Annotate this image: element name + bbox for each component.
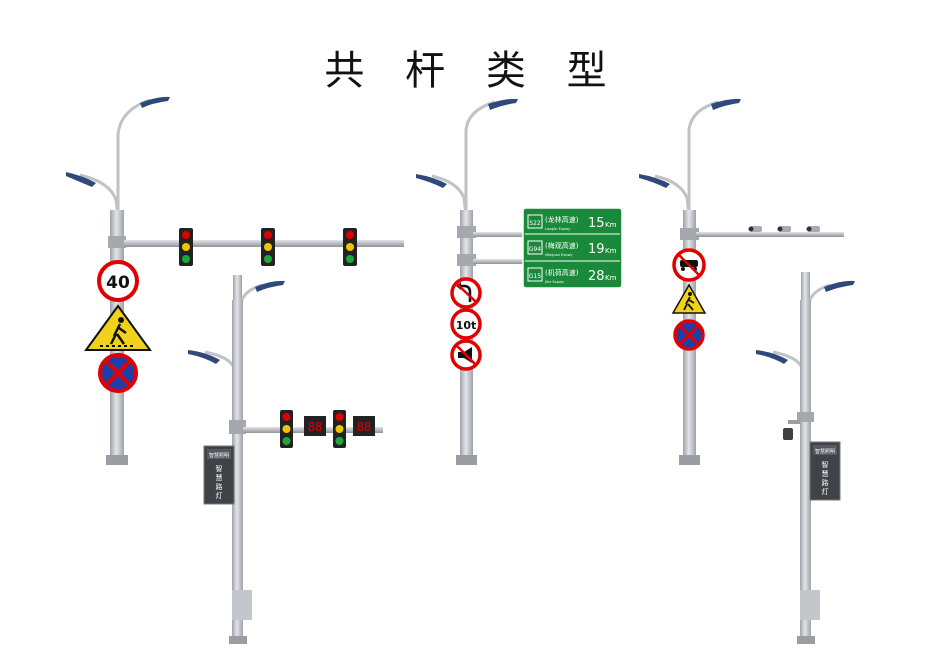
traffic-light xyxy=(179,228,193,266)
svg-text:Km: Km xyxy=(605,274,617,282)
svg-text:(机荷高速): (机荷高速) xyxy=(545,268,579,277)
svg-text:灯: 灯 xyxy=(216,491,223,500)
speed-limit-sign: 40 xyxy=(97,260,139,302)
svg-text:Longlin Expwy: Longlin Expwy xyxy=(545,227,570,231)
guide-sign-row: G15 (机荷高速) Jihe Expwy 28 Km xyxy=(527,267,617,284)
lamp-head xyxy=(488,98,518,110)
no-motor-vehicle-sign xyxy=(672,248,706,282)
camera-icon xyxy=(783,420,800,440)
svg-text:慧: 慧 xyxy=(216,473,223,482)
svg-text:灯: 灯 xyxy=(822,487,829,496)
pedestrian-crossing-sign xyxy=(671,283,707,314)
smart-cabinet: 智慧照明 智 慧 路 灯 xyxy=(809,441,841,501)
svg-text:19: 19 xyxy=(588,242,605,257)
no-parking-sign xyxy=(98,353,138,393)
svg-text:智慧照明: 智慧照明 xyxy=(209,452,229,459)
svg-text:10t: 10t xyxy=(456,319,477,332)
pole-4 xyxy=(639,98,844,465)
pole-2: 88 88 智慧照明 智 慧 路 灯 xyxy=(188,275,383,644)
svg-text:S22: S22 xyxy=(529,220,541,227)
lamp-head xyxy=(66,172,96,187)
svg-text:Jihe Expwy: Jihe Expwy xyxy=(544,280,564,284)
svg-text:15: 15 xyxy=(588,216,605,231)
camera-icon xyxy=(777,226,791,232)
pole-5: 智慧照明 智 慧 路 灯 xyxy=(756,272,855,644)
pole-3: S22 (龙林高速) Longlin Expwy 15 Km G94 (梅观高速… xyxy=(416,98,623,465)
lamp-head xyxy=(824,280,855,292)
smart-cabinet: 智慧照明 智 慧 路 灯 xyxy=(203,445,235,505)
pole-1: 40 xyxy=(66,96,404,465)
svg-text:路: 路 xyxy=(216,482,223,491)
svg-text:路: 路 xyxy=(822,478,829,487)
no-left-turn-sign xyxy=(450,277,482,309)
lamp-head xyxy=(639,174,670,188)
weight-limit-sign: 10t xyxy=(450,308,482,340)
svg-text:Meiguan Expwy: Meiguan Expwy xyxy=(545,253,573,257)
countdown-display: 88 xyxy=(353,416,375,436)
lamp-head xyxy=(711,98,741,110)
svg-text:Km: Km xyxy=(605,221,617,229)
lamp-head xyxy=(140,96,170,108)
lamp-head xyxy=(416,174,447,188)
svg-text:智慧照明: 智慧照明 xyxy=(815,448,835,455)
traffic-light xyxy=(343,228,357,266)
lamp-head xyxy=(756,350,788,364)
svg-text:28: 28 xyxy=(588,269,605,284)
svg-text:G94: G94 xyxy=(529,246,541,253)
traffic-light xyxy=(261,228,275,266)
camera-icon xyxy=(748,226,762,232)
traffic-light xyxy=(280,410,293,448)
no-parking-sign xyxy=(673,319,705,351)
svg-text:88: 88 xyxy=(308,420,322,434)
lamp-head xyxy=(255,280,285,292)
svg-text:(龙林高速): (龙林高速) xyxy=(545,215,579,224)
no-honking-sign xyxy=(450,339,482,371)
svg-text:G15: G15 xyxy=(529,273,541,280)
svg-text:88: 88 xyxy=(357,420,371,434)
countdown-display: 88 xyxy=(304,416,326,436)
highway-guide-sign: S22 (龙林高速) Longlin Expwy 15 Km G94 (梅观高速… xyxy=(522,207,623,289)
svg-text:智: 智 xyxy=(822,460,829,469)
camera-icon xyxy=(806,226,820,232)
pedestrian-crossing-sign xyxy=(84,304,152,351)
guide-sign-row: S22 (龙林高速) Longlin Expwy 15 Km xyxy=(527,214,617,231)
svg-text:慧: 慧 xyxy=(822,469,829,478)
traffic-light xyxy=(333,410,346,448)
svg-text:40: 40 xyxy=(106,273,130,293)
svg-text:(梅观高速): (梅观高速) xyxy=(545,241,579,250)
page-title: 共 杆 类 型 xyxy=(324,48,621,94)
svg-text:Km: Km xyxy=(605,247,617,255)
guide-sign-row: G94 (梅观高速) Meiguan Expwy 19 Km xyxy=(527,240,617,257)
svg-text:智: 智 xyxy=(216,464,223,473)
lamp-head xyxy=(188,350,220,364)
